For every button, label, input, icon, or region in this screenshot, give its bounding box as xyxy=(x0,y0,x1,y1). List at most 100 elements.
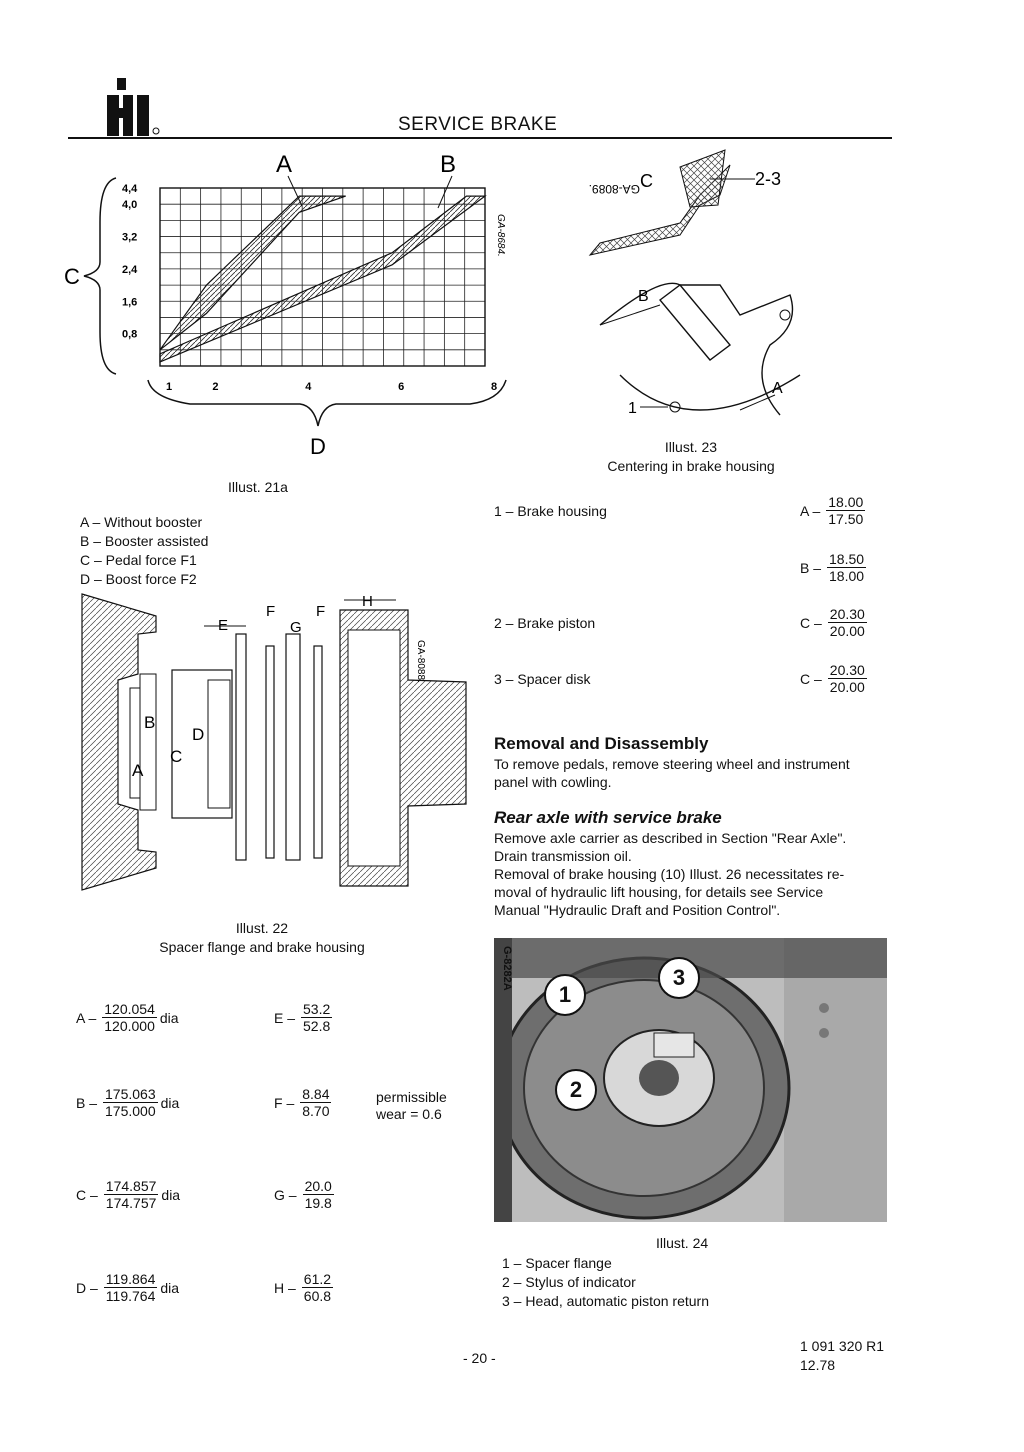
disc-1 xyxy=(235,633,247,861)
dim-label-a: A xyxy=(132,761,144,780)
x-axis-brace xyxy=(147,379,507,427)
fig22-caption-2: Spacer flange and brake housing xyxy=(159,939,365,955)
wear-note-2: wear = 0.6 xyxy=(376,1106,442,1122)
x-tick-label: 2 xyxy=(212,381,218,393)
dim-label-g: G xyxy=(290,619,302,636)
band-a xyxy=(159,195,346,351)
y-tick-label: 1,6 xyxy=(122,296,137,308)
fig22-code: GA-8088. xyxy=(415,640,426,683)
disc-3 xyxy=(285,633,301,861)
x-tick-label: 6 xyxy=(398,381,404,393)
x-tick-label: 8 xyxy=(491,381,497,393)
spec-item-3: 3 – Spacer disk xyxy=(494,671,591,687)
fig23-caption-1: Illust. 23 xyxy=(664,439,718,455)
legend-c: C – Pedal force F1 xyxy=(80,552,197,568)
housing-outline xyxy=(599,282,794,416)
label-a: A xyxy=(772,380,783,397)
fig21-caption: Illust. 21a xyxy=(228,479,288,495)
piston-block xyxy=(658,284,732,361)
chart-grid xyxy=(159,187,486,367)
spacer-flange-diagram: B A C D E F G F H GA-8088. xyxy=(81,593,467,891)
rear-axle-line-1: Remove axle carrier as described in Sect… xyxy=(494,830,847,846)
disc-4 xyxy=(313,645,323,859)
photo-badge-3: 3 xyxy=(658,957,700,999)
chart-code: GA-8684. xyxy=(495,214,506,257)
fig24-code: G-8282A xyxy=(501,946,513,991)
housing-cavity xyxy=(347,629,401,867)
legend-b: B – Booster assisted xyxy=(80,533,209,549)
x-tick-label: 4 xyxy=(305,381,312,393)
fig24-legend-2: 2 – Stylus of indicator xyxy=(502,1274,636,1290)
ih-logo xyxy=(107,78,160,136)
photo-illustration: G-8282A xyxy=(494,938,887,1222)
legend-d: D – Boost force F2 xyxy=(80,571,197,587)
y-tick-label: 4,0 xyxy=(122,199,137,211)
fig21-legend: A – Without booster B – Booster assisted… xyxy=(80,513,208,589)
band-b xyxy=(159,195,487,363)
fig23-caption: Illust. 23 Centering in brake housing xyxy=(596,438,786,476)
label-c: C xyxy=(640,171,653,191)
fig22-caption-1: Illust. 22 xyxy=(235,920,289,936)
y-axis-brace xyxy=(83,177,117,375)
rear-axle-line-3: Removal of brake housing (10) Illust. 26… xyxy=(494,866,845,882)
spacer-flange xyxy=(171,669,233,819)
chart-y-ticks: 4,44,03,22,41,60,8 xyxy=(122,183,138,341)
chart-frame xyxy=(159,187,486,367)
fig23-code: GA-8089. xyxy=(589,182,640,196)
photo-badge-1: 1 xyxy=(544,974,586,1016)
spec-item-2: 2 – Brake piston xyxy=(494,615,596,631)
dim-label-f2: F xyxy=(316,603,325,620)
y-tick-label: 0,8 xyxy=(122,329,137,341)
doc-number-line: 1 091 320 R1 xyxy=(800,1338,885,1354)
ring-hatch xyxy=(679,149,726,208)
fig24-legend: 1 – Spacer flange 2 – Stylus of indicato… xyxy=(502,1254,709,1311)
page-number: - 20 - xyxy=(463,1350,496,1366)
bolt-hole-2 xyxy=(669,401,681,413)
dim-label-b: B xyxy=(144,713,155,732)
wear-note-1: permissible xyxy=(376,1089,447,1105)
removal-text: To remove pedals, remove steering wheel … xyxy=(494,756,850,790)
rear-axle-line-2: Drain transmission oil. xyxy=(494,848,632,864)
leader-a xyxy=(287,175,303,207)
legend-a: A – Without booster xyxy=(80,514,203,530)
lower-body xyxy=(619,374,801,411)
doc-date: 12.78 xyxy=(800,1357,836,1373)
rear-axle-line-5: Manual "Hydraulic Draft and Position Con… xyxy=(494,902,781,918)
fig24-photo: G-8282A 1 2 3 xyxy=(494,938,887,1222)
bore-b xyxy=(139,673,157,811)
page-title: SERVICE BRAKE xyxy=(398,114,558,135)
series-label-b: B xyxy=(440,151,456,178)
x-axis-letter: D xyxy=(310,434,326,459)
dim-label-d: D xyxy=(192,725,204,744)
fig24-legend-3: 3 – Head, automatic piston return xyxy=(502,1293,710,1309)
left-flange xyxy=(81,593,157,891)
rear-axle-heading: Rear axle with service brake xyxy=(494,808,722,827)
spacer-inner xyxy=(207,679,231,809)
dim-label-f1: F xyxy=(266,603,275,620)
header-rule xyxy=(68,137,892,139)
removal-heading: Removal and Disassembly xyxy=(494,734,709,753)
label-1: 1 xyxy=(628,400,637,417)
wear-note: permissible wear = 0.6 xyxy=(376,1089,447,1123)
doc-number: 1 091 320 R1 12.78 xyxy=(800,1337,884,1375)
photo-badge-2: 2 xyxy=(555,1069,597,1111)
label-2-3: 2-3 xyxy=(755,169,781,189)
rear-axle-line-4: moval of hydraulic lift housing, for det… xyxy=(494,884,824,900)
spec-item-1: 1 – Brake housing xyxy=(494,503,607,519)
leader-b xyxy=(437,175,453,209)
chart-bands xyxy=(159,195,487,363)
fig22-caption: Illust. 22 Spacer flange and brake housi… xyxy=(140,919,384,957)
bolt-hole xyxy=(779,309,791,321)
